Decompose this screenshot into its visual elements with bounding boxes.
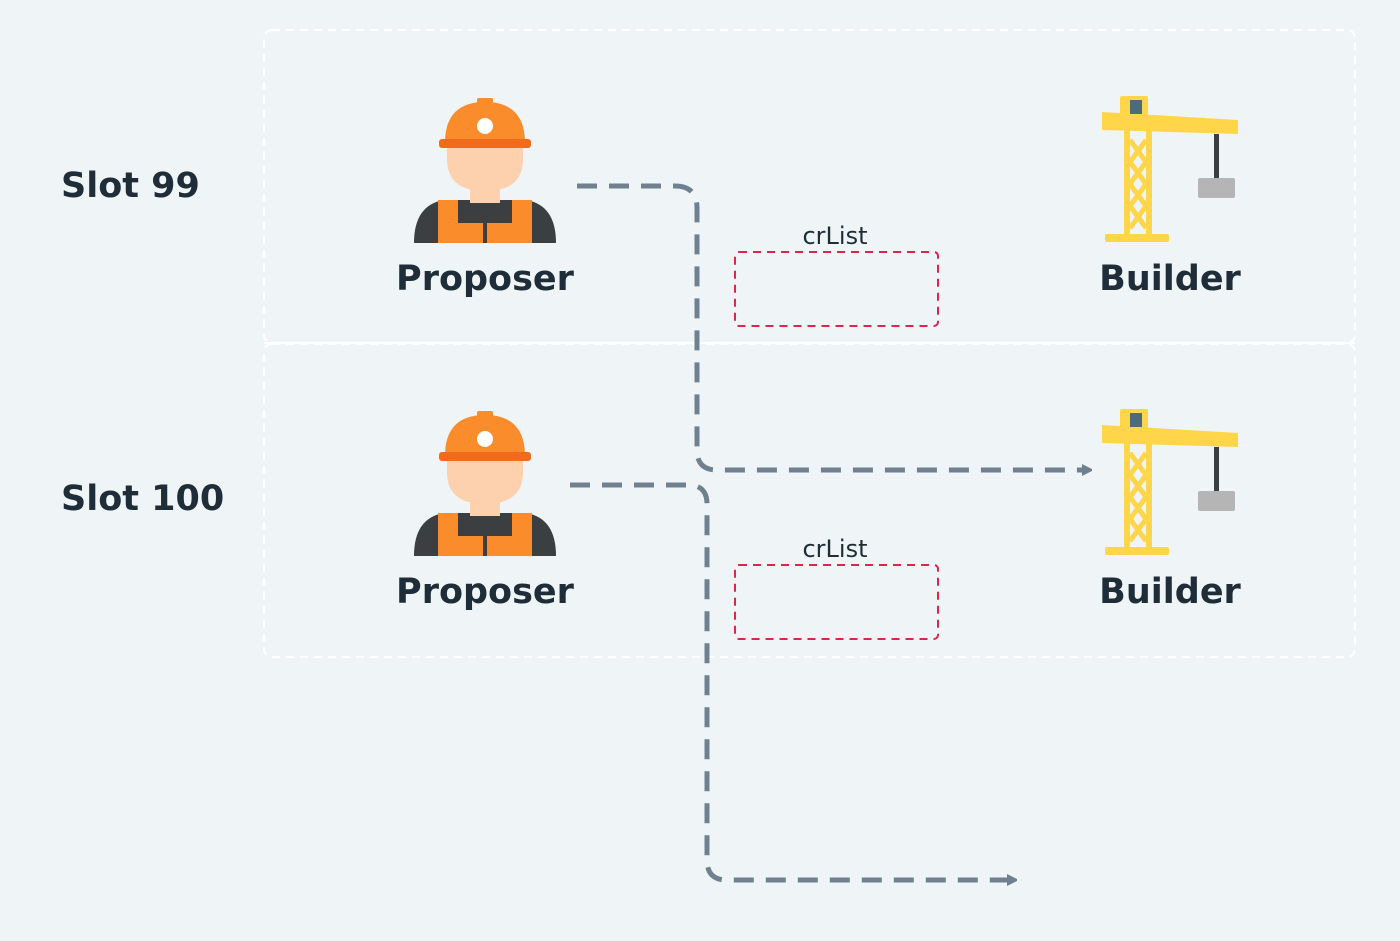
builder-crane-icon — [1102, 96, 1238, 242]
flow-arrow-slot-100 — [570, 482, 1010, 880]
builder-crane-icon — [1102, 409, 1238, 555]
slot-100-label: Slot 100 — [61, 479, 225, 519]
proposer-label: Proposer — [396, 572, 574, 612]
slot-99-label: Slot 99 — [61, 166, 200, 206]
crlist-label: crList — [802, 222, 868, 250]
crlist-box-slot-100 — [734, 564, 939, 640]
builder-label: Builder — [1099, 259, 1241, 299]
crlist-label: crList — [802, 535, 868, 563]
builder-label: Builder — [1099, 572, 1241, 612]
proposer-label: Proposer — [396, 259, 574, 299]
proposer-worker-icon — [414, 411, 556, 556]
crlist-box-slot-99 — [734, 251, 939, 327]
flow-arrow-slot-99 — [577, 183, 1085, 470]
proposer-worker-icon — [414, 98, 556, 243]
